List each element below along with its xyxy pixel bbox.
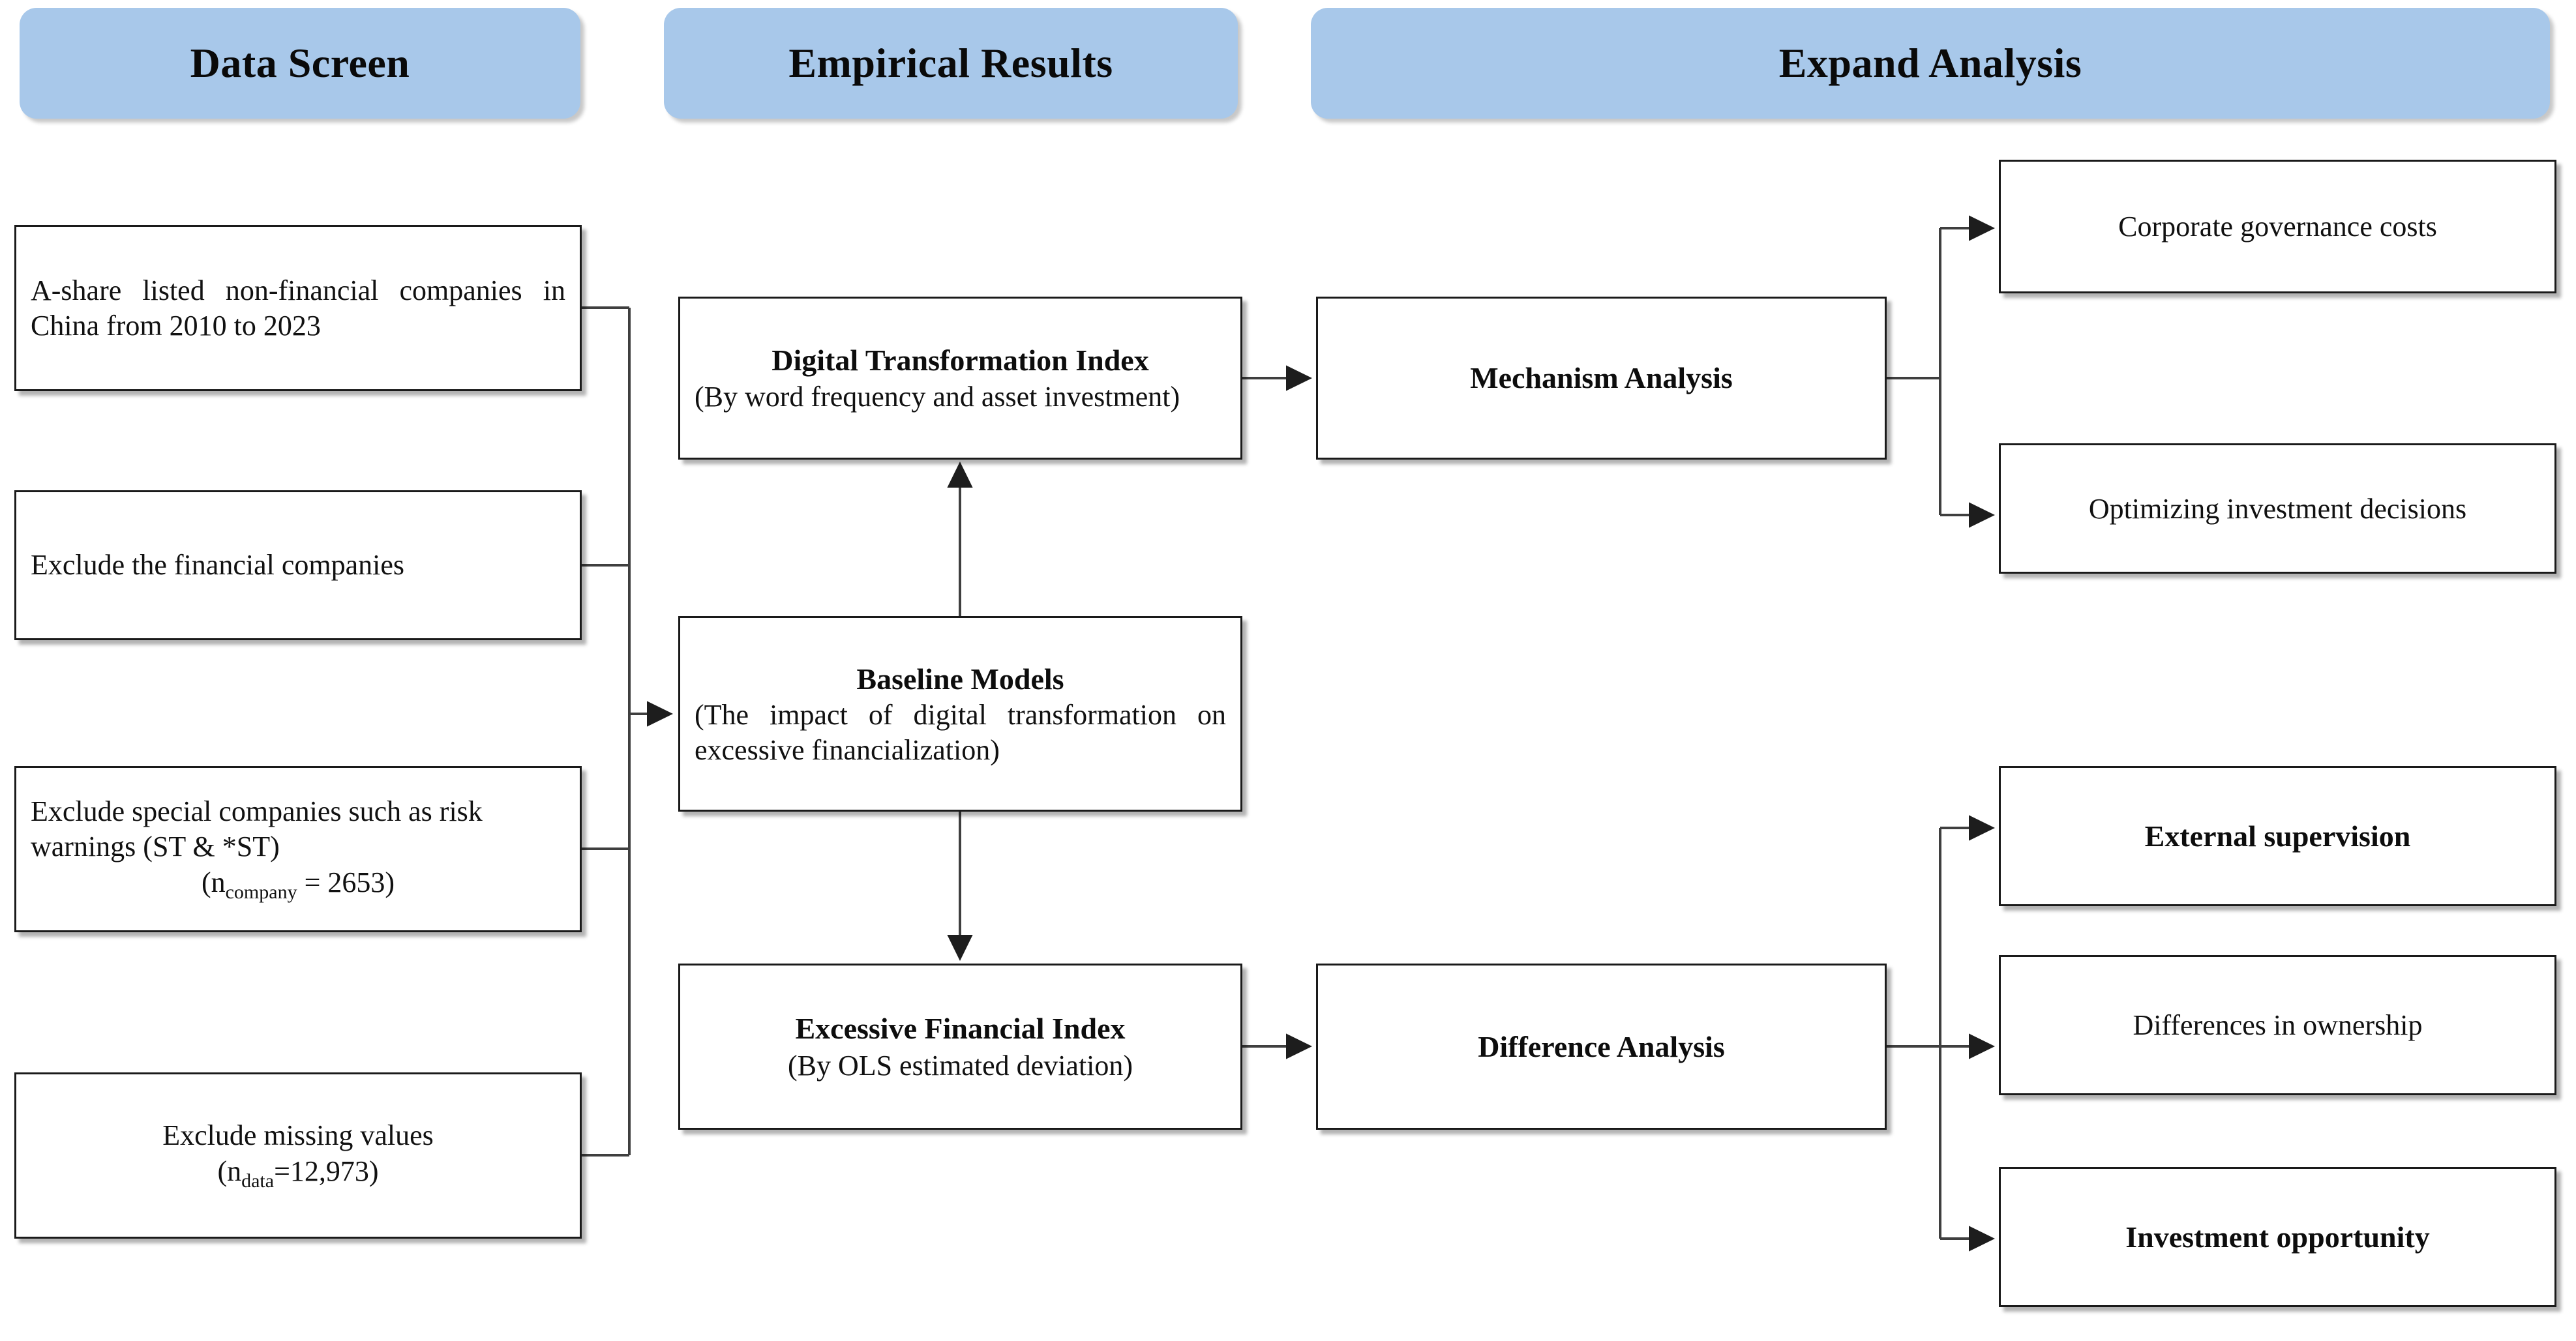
node-corporate-governance-costs[interactable]: Corporate governance costs xyxy=(1999,160,2556,293)
node-detail: (By word frequency and asset investment) xyxy=(695,380,1180,413)
stage-header-expand-analysis[interactable]: Expand Analysis xyxy=(1311,8,2550,119)
node-title: Difference Analysis xyxy=(1478,1029,1725,1063)
count-subscript: data xyxy=(241,1170,275,1192)
node-label: A-share listed non-financial companies i… xyxy=(31,274,565,342)
count-prefix: (n xyxy=(201,866,226,898)
node-sample-count: (ncompany = 2653) xyxy=(31,864,565,904)
node-label: Exclude special companies such as risk w… xyxy=(31,795,483,862)
stage-header-label: Expand Analysis xyxy=(1778,39,2082,86)
node-title: Digital Transformation Index xyxy=(771,344,1149,377)
node-label: Exclude missing values xyxy=(162,1119,434,1152)
node-exclude-st[interactable]: Exclude special companies such as risk w… xyxy=(14,766,582,932)
count-prefix: (n xyxy=(217,1155,242,1188)
connector-difference-branch xyxy=(1887,815,1995,1252)
node-baseline-models[interactable]: Baseline Models (The impact of digital t… xyxy=(678,616,1242,812)
node-label: Differences in ownership xyxy=(2133,1009,2423,1041)
node-digital-transformation-index[interactable]: Digital Transformation Index (By word fr… xyxy=(678,297,1242,460)
node-label: External supervision xyxy=(2144,819,2411,853)
connector-screen-bus-to-baseline xyxy=(582,306,673,1157)
node-label: Exclude the financial companies xyxy=(31,549,404,582)
node-detail: (By OLS estimated deviation) xyxy=(787,1049,1133,1082)
node-excessive-financial-index[interactable]: Excessive Financial Index (By OLS estima… xyxy=(678,964,1242,1130)
node-sample-period[interactable]: A-share listed non-financial companies i… xyxy=(14,225,582,391)
count-suffix: =12,973) xyxy=(274,1155,379,1188)
node-exclude-financial[interactable]: Exclude the financial companies xyxy=(14,490,582,640)
stage-header-label: Empirical Results xyxy=(788,39,1113,86)
node-title: Mechanism Analysis xyxy=(1470,361,1733,395)
node-sample-count: (ndata=12,973) xyxy=(31,1153,565,1193)
stage-header-label: Data Screen xyxy=(190,39,410,86)
count-suffix: = 2653) xyxy=(297,866,395,898)
node-exclude-missing[interactable]: Exclude missing values (ndata=12,973) xyxy=(14,1072,582,1239)
node-title: Excessive Financial Index xyxy=(795,1012,1126,1046)
node-mechanism-analysis[interactable]: Mechanism Analysis xyxy=(1316,297,1887,460)
node-detail: (The impact of digital transformation on… xyxy=(695,699,1226,766)
stage-header-data-screen[interactable]: Data Screen xyxy=(20,8,580,119)
node-label: Optimizing investment decisions xyxy=(2088,492,2467,525)
node-investment-opportunity[interactable]: Investment opportunity xyxy=(1999,1167,2556,1307)
node-external-supervision[interactable]: External supervision xyxy=(1999,766,2556,906)
stage-header-empirical-results[interactable]: Empirical Results xyxy=(664,8,1238,119)
connector-mechanism-branch xyxy=(1887,215,1995,528)
node-label: Investment opportunity xyxy=(2125,1220,2430,1254)
node-label: Corporate governance costs xyxy=(2118,211,2437,243)
node-differences-in-ownership[interactable]: Differences in ownership xyxy=(1999,955,2556,1095)
node-difference-analysis[interactable]: Difference Analysis xyxy=(1316,964,1887,1130)
node-optimizing-investment-decisions[interactable]: Optimizing investment decisions xyxy=(1999,443,2556,574)
node-title: Baseline Models xyxy=(856,662,1064,696)
count-subscript: company xyxy=(225,881,297,903)
